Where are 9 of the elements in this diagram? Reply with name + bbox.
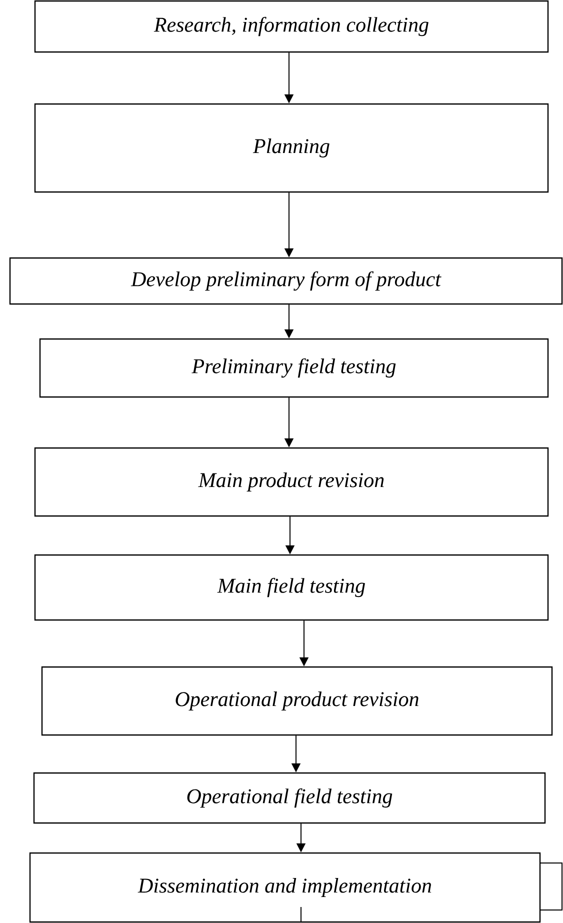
process-box: Operational product revision	[41, 666, 553, 736]
process-box: Main field testing	[34, 554, 549, 621]
process-box: Planning	[34, 103, 549, 193]
process-box: Develop preliminary form of product	[9, 257, 563, 305]
process-box: Research, information collecting	[34, 0, 549, 53]
process-box: Main product revision	[34, 447, 549, 517]
process-box: Preliminary field testing	[39, 338, 549, 398]
process-box: Dissemination and implementation	[29, 852, 541, 923]
process-box: Operational field testing	[33, 772, 546, 824]
